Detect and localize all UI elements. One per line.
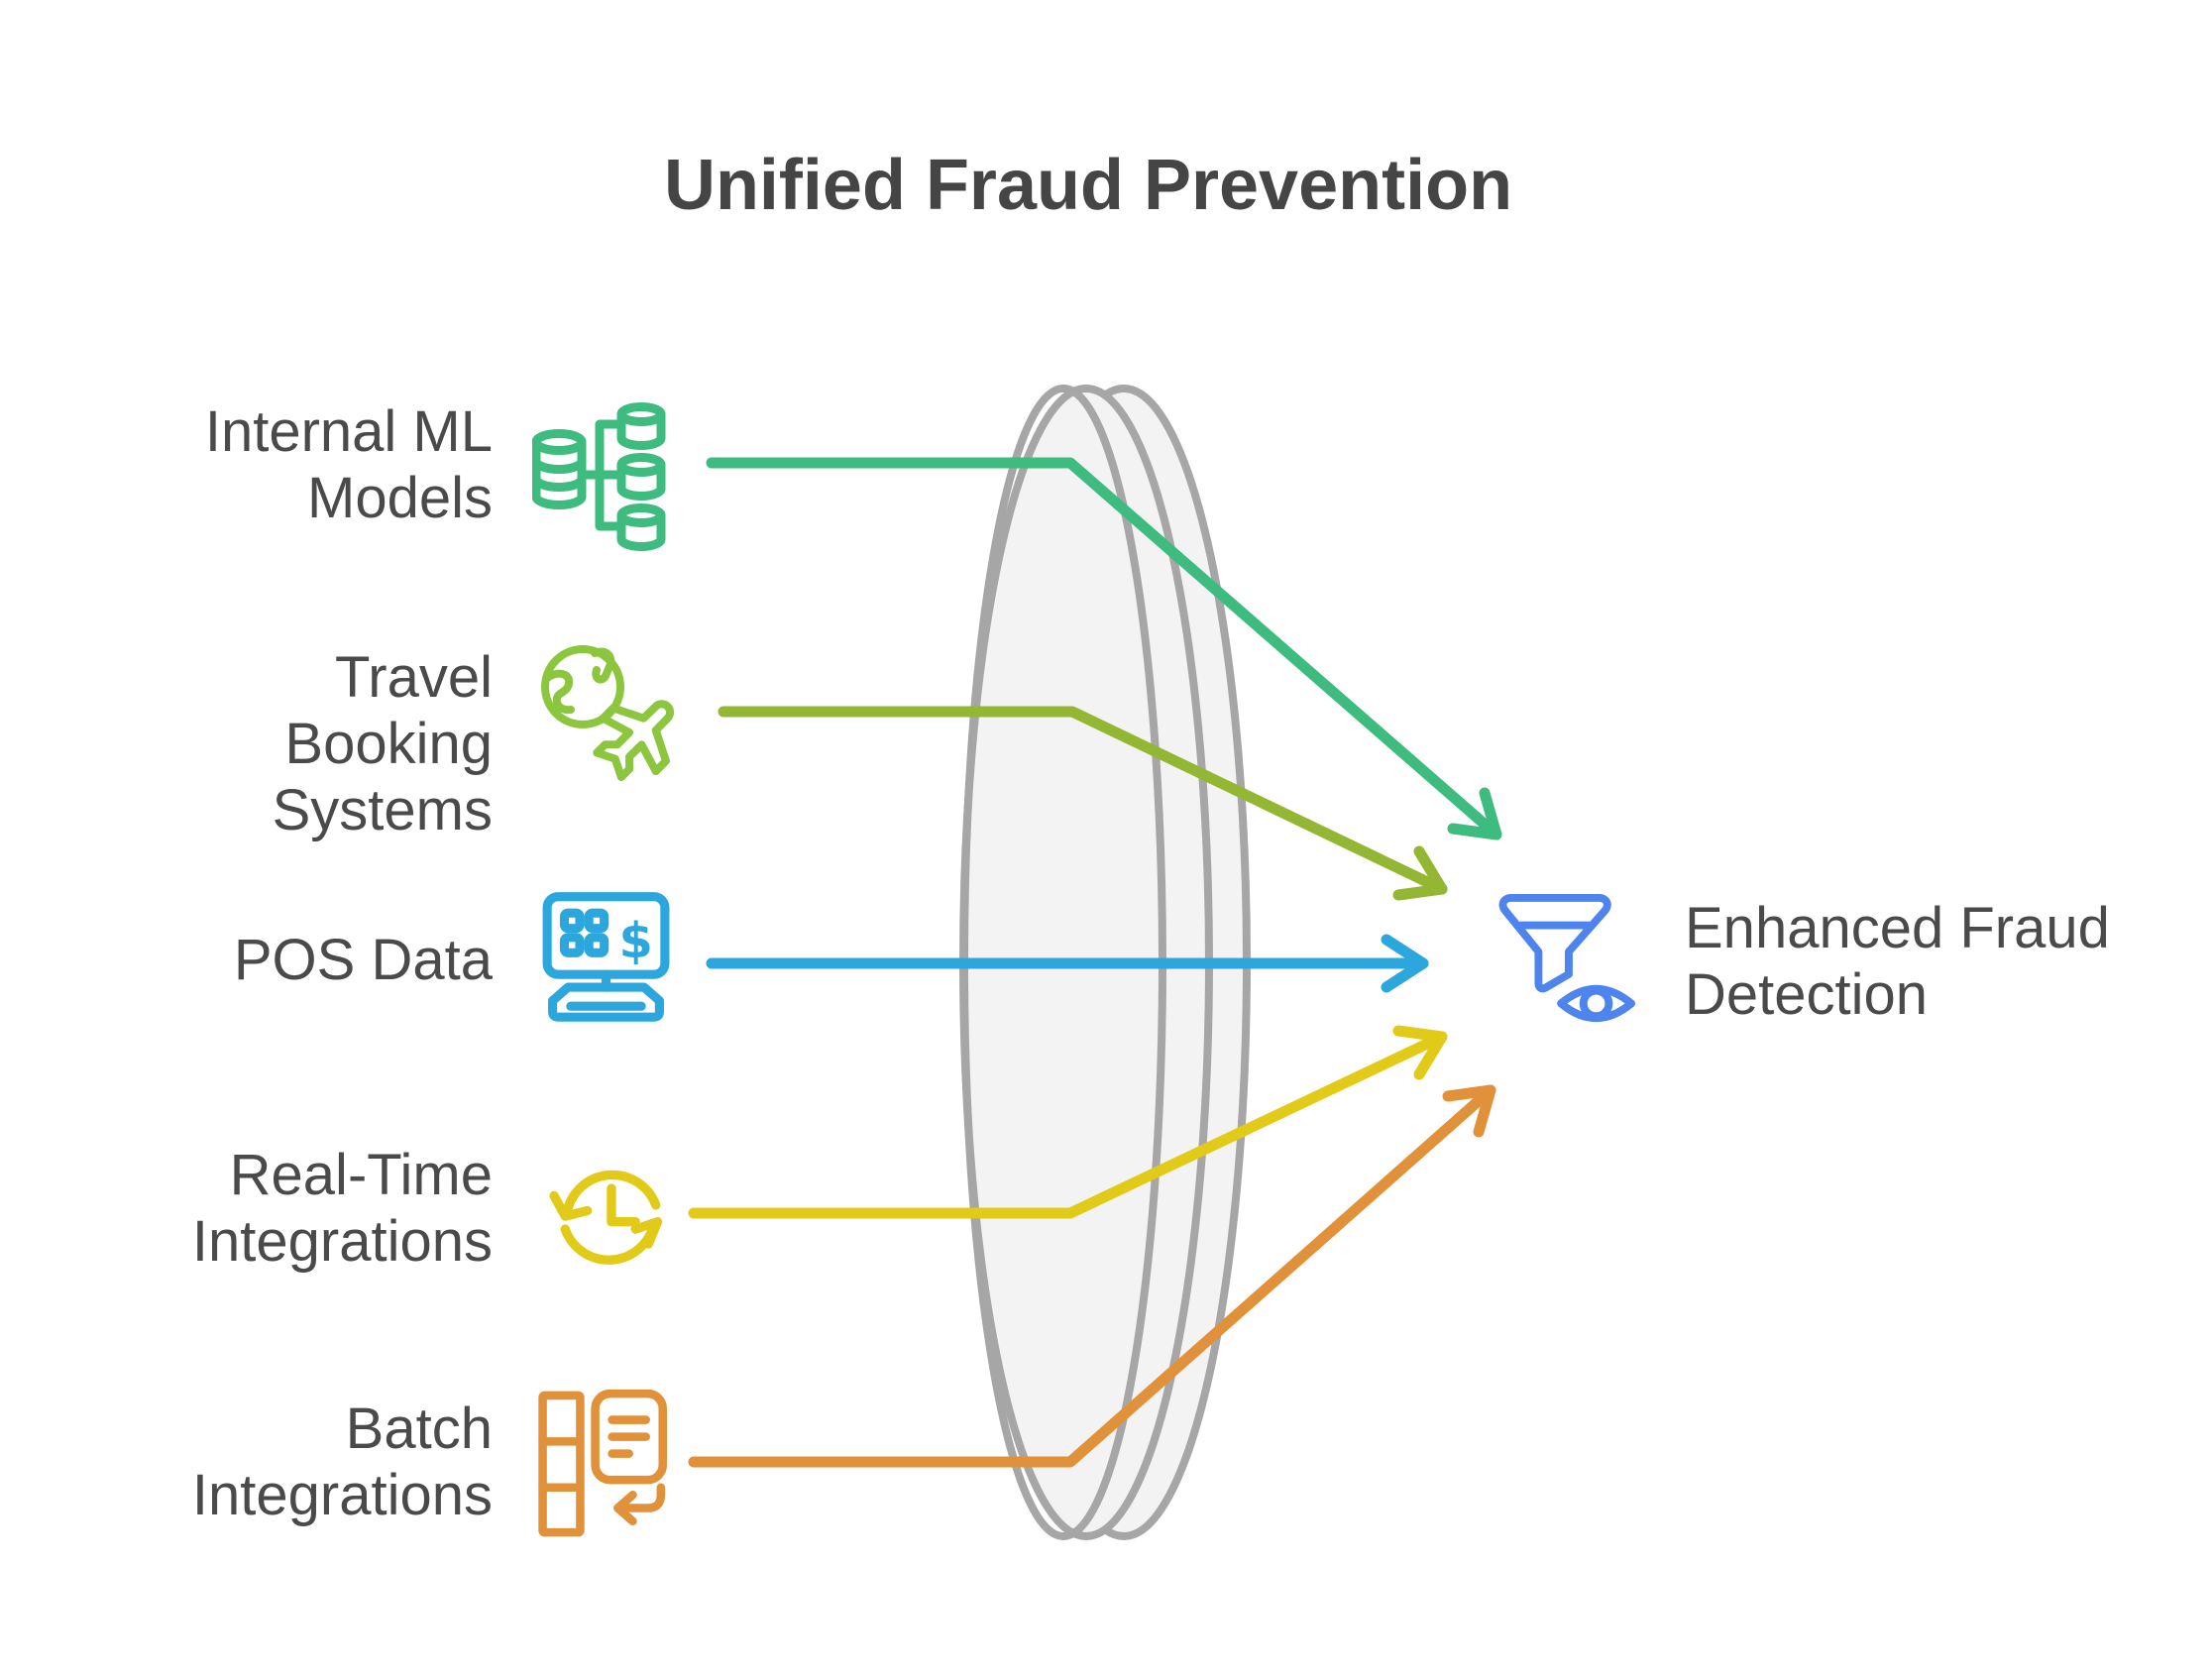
label-pos-data: POS Data: [233, 928, 493, 992]
arrowhead-travel-booking: [1392, 845, 1448, 901]
flow-arrows: [688, 457, 1502, 1468]
arrow-internal-ml: [706, 457, 1502, 840]
label-batch-integrations: Batch Integrations: [191, 1397, 493, 1527]
arrow-travel-booking: [718, 706, 1448, 895]
arrowhead-real-time: [1392, 1025, 1448, 1080]
sync-clock-icon: [541, 1148, 680, 1286]
label-enhanced-fraud-detection: Enhanced Fraud Detection: [1685, 896, 2110, 1027]
globe-airplane-icon: [533, 640, 682, 789]
batch-document-icon: [535, 1390, 676, 1540]
label-internal-ml-models: Internal ML Models: [204, 399, 493, 530]
page-title: Unified Fraud Prevention: [663, 146, 1513, 225]
arrow-real-time: [688, 1031, 1448, 1219]
svg-text:$: $: [618, 912, 652, 969]
label-travel-booking-systems: Travel Booking Systems: [272, 645, 493, 842]
label-real-time-integrations: Real-Time Integrations: [191, 1143, 493, 1274]
arrowhead-pos-data: [1381, 934, 1429, 993]
pos-terminal-icon: $: [538, 891, 674, 1032]
funnel-eye-icon: [1496, 888, 1635, 1041]
arrowhead-batch: [1442, 1084, 1496, 1138]
arrow-batch: [688, 1084, 1496, 1468]
arrowhead-internal-ml: [1447, 787, 1502, 840]
database-network-icon: [532, 392, 681, 556]
